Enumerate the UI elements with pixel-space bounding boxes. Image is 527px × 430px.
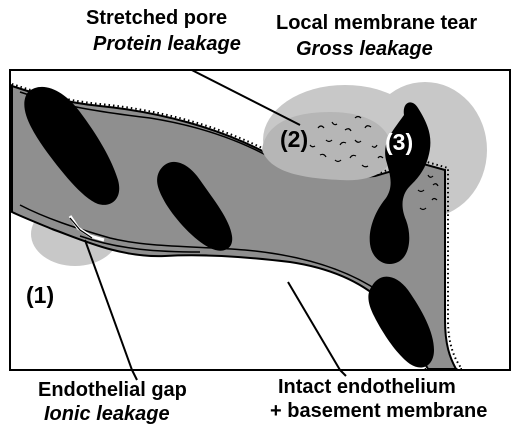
label-membrane-tear-title: Local membrane tear bbox=[276, 12, 477, 34]
label-endothelial-gap-subtitle: Ionic leakage bbox=[44, 403, 170, 425]
label-stretched-pore-title: Stretched pore bbox=[86, 7, 227, 29]
marker-gap: (1) bbox=[26, 282, 54, 308]
label-intact-endothelium-line2: + basement membrane bbox=[270, 400, 487, 422]
label-membrane-tear-subtitle: Gross leakage bbox=[296, 38, 433, 60]
marker-tear: (3) bbox=[385, 129, 413, 155]
label-intact-endothelium-line1: Intact endothelium bbox=[278, 376, 456, 398]
label-endothelial-gap-title: Endothelial gap bbox=[38, 379, 187, 401]
marker-pore: (2) bbox=[280, 126, 308, 152]
label-stretched-pore-subtitle: Protein leakage bbox=[93, 33, 241, 55]
